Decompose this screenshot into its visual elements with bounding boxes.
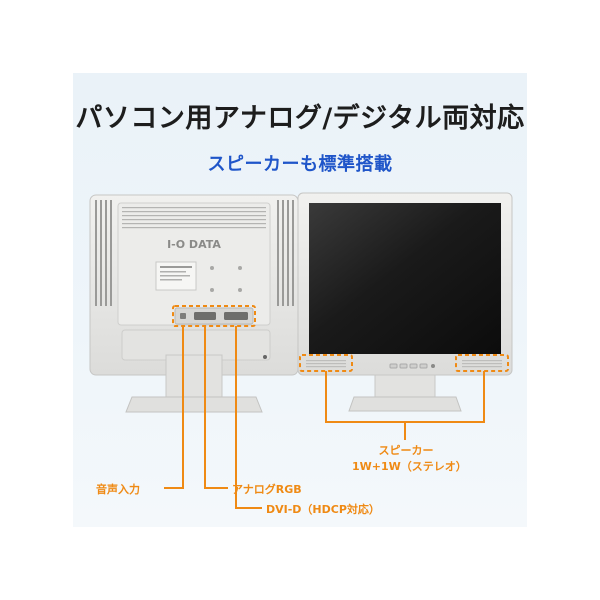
monitor-rear-view: I-O DATA	[89, 194, 299, 413]
callout-dvi-d: DVI-D（HDCP対応）	[266, 503, 380, 516]
speaker-grille-left	[306, 360, 346, 368]
dvi-port	[224, 312, 248, 320]
rear-brand-logo: I-O DATA	[167, 238, 221, 251]
rear-vent-right	[277, 200, 294, 306]
callout-speaker-title: スピーカー	[378, 444, 434, 457]
speaker-right-highlight	[455, 354, 509, 372]
callout-lines	[164, 326, 485, 509]
vga-port	[194, 312, 216, 320]
speaker-left-highlight	[299, 354, 353, 372]
rear-ports-highlight	[172, 305, 256, 327]
rear-vent-top	[122, 207, 266, 229]
audio-in-port	[180, 313, 186, 319]
monitor-screen	[309, 203, 501, 354]
rear-vent-left	[95, 200, 112, 306]
callout-audio-in: 音声入力	[96, 483, 140, 496]
callout-analog-rgb: アナログRGB	[232, 483, 302, 496]
page-subtitle: スピーカーも標準搭載	[207, 154, 393, 175]
page-title: パソコン用アナログ/デジタル両対応	[75, 103, 525, 134]
callout-speaker-spec: 1W+1W（ステレオ）	[352, 460, 467, 473]
monitor-front-view	[297, 192, 513, 412]
speaker-grille-right	[462, 360, 502, 368]
